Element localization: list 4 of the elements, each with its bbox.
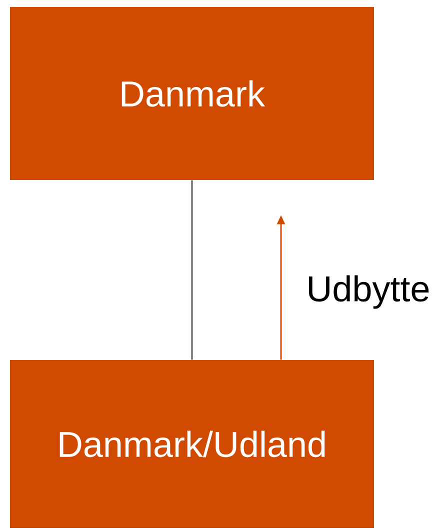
connector-line (191, 180, 193, 360)
edge-label: Udbytte (308, 275, 429, 309)
process-box: Danmark/Udland (10, 360, 374, 528)
process-box: Danmark (10, 7, 374, 180)
